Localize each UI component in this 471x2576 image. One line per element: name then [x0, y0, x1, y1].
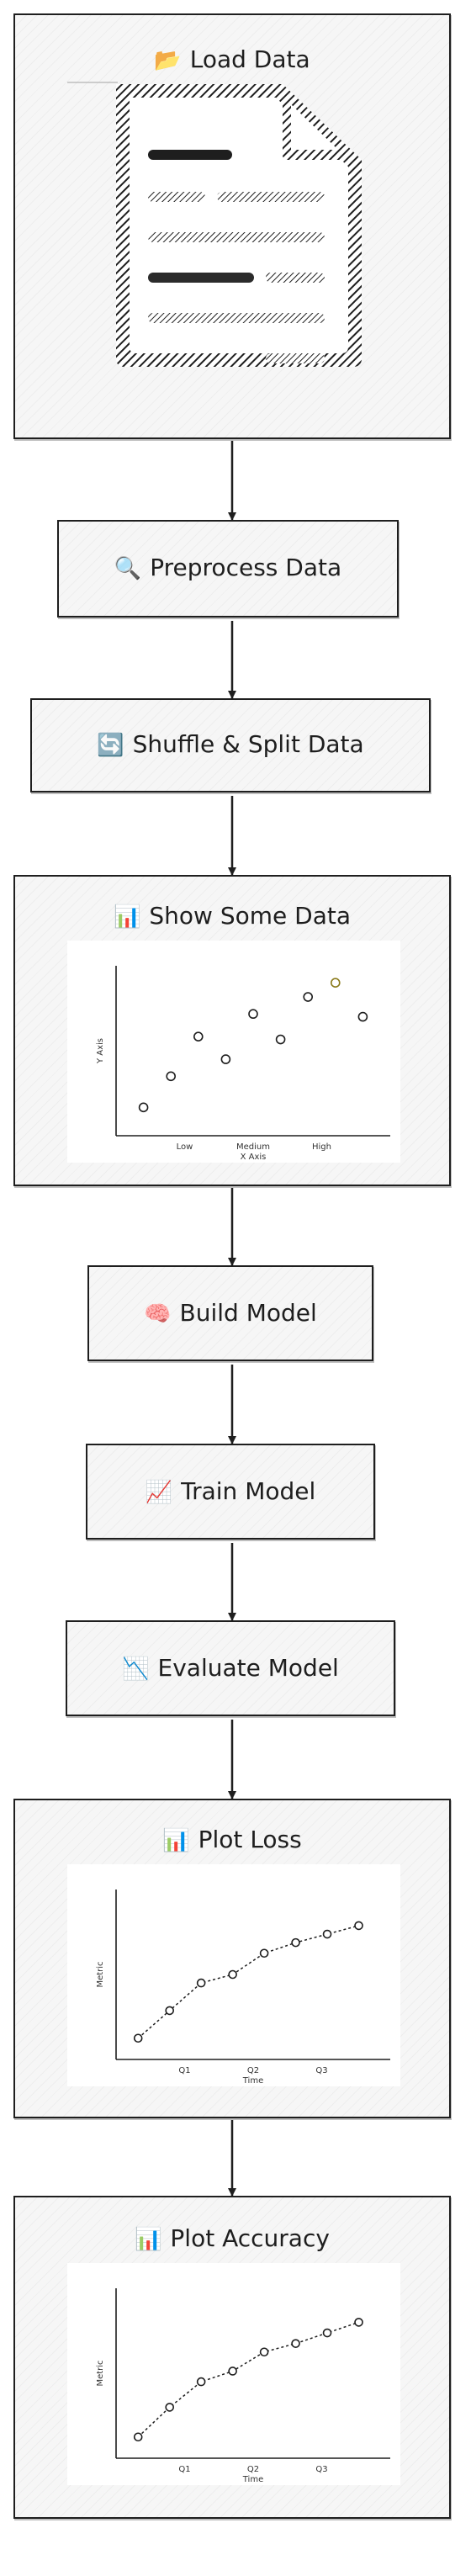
- node-preprocess-data-label: Preprocess Data: [150, 554, 342, 581]
- data-point: [248, 1009, 258, 1020]
- node-evaluate-model-label: Evaluate Model: [157, 1654, 339, 1682]
- x-tick-label: High: [312, 1142, 331, 1152]
- x-tick-label: Low: [177, 1142, 193, 1152]
- x-tick-label: Q1: [178, 2066, 190, 2075]
- data-point: [193, 1031, 204, 1042]
- x-tick-label: Q2: [247, 2465, 259, 2474]
- data-point: [322, 1929, 332, 1939]
- data-point: [228, 2367, 237, 2376]
- series-line: [137, 1925, 359, 2039]
- y-axis-label: Y Axis: [96, 1038, 105, 1064]
- node-preprocess-data[interactable]: 🔍 Preprocess Data: [57, 520, 399, 617]
- trend-down-icon: 📉: [122, 1656, 150, 1682]
- magnifier-icon: 🔍: [114, 556, 142, 581]
- scatter-chart-panel: Low Medium High X Axis Y Axis: [67, 941, 400, 1163]
- data-point: [275, 1034, 286, 1045]
- data-point: [165, 2006, 175, 2016]
- data-point: [166, 1071, 176, 1082]
- shuffle-icon: 🔄: [97, 733, 124, 758]
- data-point: [259, 2347, 269, 2357]
- node-build-model-title: 🧠 Build Model: [89, 1299, 372, 1327]
- node-plot-accuracy-title: 📊 Plot Accuracy: [15, 2224, 449, 2252]
- x-tick-label: Q2: [247, 2066, 259, 2075]
- data-point: [133, 2432, 143, 2442]
- x-axis-label: Time: [242, 2475, 263, 2484]
- data-point: [291, 2339, 300, 2348]
- node-load-data-title: 📂 Load Data: [15, 45, 449, 73]
- node-plot-accuracy-label: Plot Accuracy: [170, 2224, 330, 2252]
- scatter-chart: Low Medium High X Axis Y Axis: [96, 966, 390, 1162]
- data-point: [133, 2033, 143, 2043]
- data-point: [291, 1937, 300, 1948]
- node-shuffle-split-data-title: 🔄 Shuffle & Split Data: [32, 730, 429, 758]
- y-axis-label: Metric: [96, 2360, 105, 2386]
- data-point: [138, 1102, 149, 1113]
- x-axis-label: Time: [242, 2076, 263, 2086]
- node-evaluate-model[interactable]: 📉 Evaluate Model: [66, 1620, 395, 1716]
- data-point: [165, 2403, 175, 2412]
- node-show-some-data-label: Show Some Data: [149, 902, 351, 930]
- data-point: [322, 2328, 332, 2338]
- x-tick-label: Q3: [315, 2066, 327, 2075]
- node-shuffle-split-data[interactable]: 🔄 Shuffle & Split Data: [30, 698, 431, 792]
- data-point: [259, 1948, 269, 1959]
- x-tick-label: Q1: [178, 2465, 190, 2474]
- node-build-model-label: Build Model: [179, 1299, 317, 1327]
- data-point: [196, 1978, 206, 1988]
- node-train-model[interactable]: 📈 Train Model: [86, 1444, 375, 1540]
- data-point: [303, 992, 314, 1002]
- bar-chart-icon: 📊: [135, 2227, 162, 2252]
- data-point: [196, 2377, 206, 2387]
- node-show-some-data-title: 📊 Show Some Data: [15, 902, 449, 930]
- node-evaluate-model-title: 📉 Evaluate Model: [67, 1654, 394, 1682]
- data-point: [357, 1011, 368, 1022]
- document-icon: [67, 82, 362, 367]
- node-plot-loss-label: Plot Loss: [198, 1826, 302, 1853]
- y-axis-label: Metric: [96, 1961, 105, 1987]
- node-train-model-label: Train Model: [181, 1477, 316, 1505]
- x-tick-label: Medium: [236, 1142, 270, 1152]
- x-tick-label: Q3: [315, 2465, 327, 2474]
- x-axis-label: X Axis: [241, 1153, 267, 1162]
- trend-up-icon: 📈: [145, 1480, 173, 1505]
- node-load-data-label: Load Data: [189, 45, 310, 73]
- folder-icon: 📂: [154, 48, 182, 73]
- bar-chart-icon: 📊: [114, 904, 141, 930]
- node-show-some-data[interactable]: 📊 Show Some Data Low Medium High X Axis Y Axi…: [13, 875, 451, 1186]
- node-train-model-title: 📈 Train Model: [87, 1477, 373, 1505]
- series-line: [137, 2321, 359, 2438]
- node-build-model[interactable]: 🧠 Build Model: [87, 1265, 373, 1361]
- node-shuffle-split-data-label: Shuffle & Split Data: [132, 730, 364, 758]
- data-point: [330, 978, 341, 989]
- node-load-data[interactable]: 📂 Load Data: [13, 13, 451, 439]
- data-point: [354, 1921, 363, 1931]
- data-point: [228, 1969, 237, 1980]
- data-point: [220, 1054, 231, 1064]
- bar-chart-icon: 📊: [162, 1828, 190, 1853]
- node-plot-loss-title: 📊 Plot Loss: [15, 1826, 449, 1853]
- data-point: [354, 2318, 363, 2327]
- node-preprocess-data-title: 🔍 Preprocess Data: [59, 554, 397, 581]
- brain-icon: 🧠: [144, 1301, 172, 1327]
